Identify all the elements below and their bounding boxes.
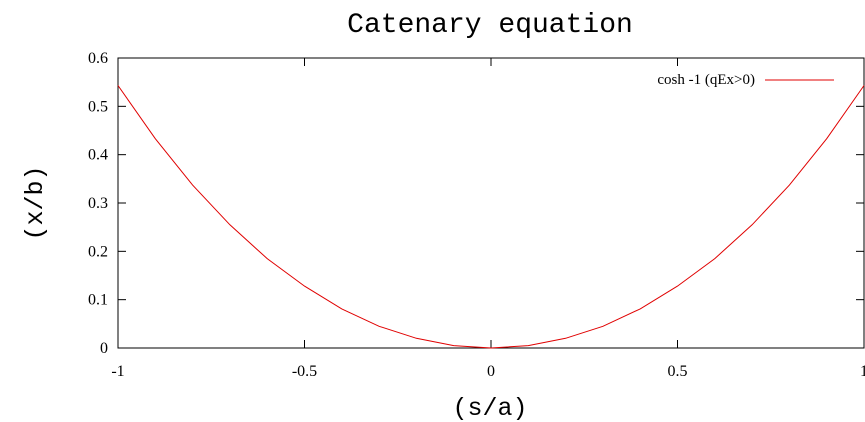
x-tick-label: 0.5	[668, 363, 688, 380]
y-tick-label: 0.1	[88, 292, 108, 309]
legend: cosh -1 (qEx>0)	[657, 72, 834, 88]
x-tick-label: 0	[487, 363, 495, 380]
x-tick-label: 1	[860, 363, 865, 380]
legend-label: cosh -1 (qEx>0)	[657, 72, 755, 88]
x-axis-label: (s/a)	[452, 394, 527, 422]
y-axis-label: (x/b)	[21, 165, 50, 240]
plot-frame	[117, 57, 865, 349]
y-tick-label: 0.5	[88, 98, 108, 115]
y-tick-label: 0	[100, 340, 108, 357]
y-axis-ticks: 0 0.1 0.2 0.3 0.4 0.5 0.6	[88, 50, 864, 357]
x-axis-ticks: -1 -0.5 0 0.5 1	[111, 58, 865, 380]
series-line	[117, 85, 865, 349]
y-tick-label: 0.3	[88, 195, 108, 212]
series-layer	[117, 85, 865, 349]
y-tick-label: 0.6	[88, 50, 108, 67]
y-tick-label: 0.4	[88, 147, 108, 164]
x-tick-label: -0.5	[292, 363, 317, 380]
chart-title: Catenary equation	[347, 10, 633, 41]
y-tick-label: 0.2	[88, 243, 108, 260]
x-tick-label: -1	[111, 363, 124, 380]
